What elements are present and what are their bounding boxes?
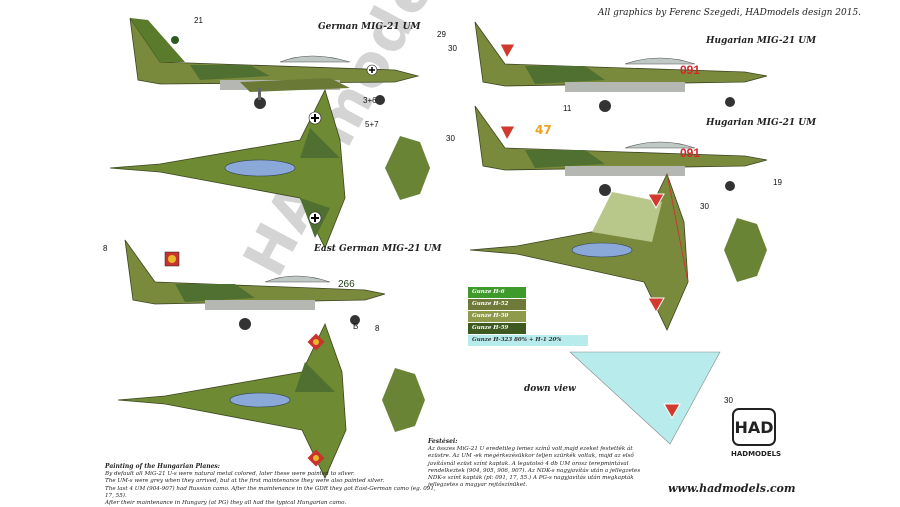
- legend-swatch-h323: Gunze H-323 80% + H-1 20%: [468, 334, 588, 346]
- profile-hungarian-mig21-b: 47: [474, 105, 768, 196]
- callout-21: 21: [194, 16, 203, 25]
- legend-swatch-h6: Gunze H-6: [468, 286, 526, 298]
- callout-30-down: 30: [724, 396, 733, 405]
- notes-hungarian: Festései: Az összes MiG-21 U eredetileg …: [428, 438, 728, 489]
- legend-label-h59: Gunze H-59: [472, 325, 509, 331]
- notes-hungarian-line: ezüstre. Az UM -ek megérkezésükkor telje…: [428, 453, 634, 460]
- number-091-a: 091: [680, 63, 701, 77]
- callout-30-top: 30: [700, 202, 709, 211]
- topview-hungarian-mig21: [469, 172, 767, 331]
- callout-b: B: [353, 322, 359, 331]
- number-091-b: 091: [680, 146, 701, 160]
- legend-label-h50: Gunze H-50: [472, 313, 509, 319]
- callout-8-top: 8: [375, 324, 380, 333]
- notes-english-line: The last 4 UM (904-907) had Russian camo…: [105, 485, 436, 499]
- profile-title-hungarian-1: Hugarian MIG-21 UM: [706, 36, 817, 46]
- legend-swatch-h59: Gunze H-59: [468, 322, 526, 334]
- notes-english-heading: Painting of the Hungarian Planes:: [105, 463, 220, 470]
- topview-german-mig21: [109, 88, 430, 249]
- legend-item-h59: Gunze H-59: [468, 322, 526, 334]
- profile-title-hungarian-2: Hugarian MIG-21 UM: [706, 118, 817, 128]
- profile-east-german-mig21: [124, 239, 385, 330]
- callout-3-6: 3+6: [363, 96, 377, 105]
- legend-label-h323: Gunze H-323 80% + H-1 20%: [472, 337, 562, 343]
- notes-hungarian-line: NDK-s színt kapták (pl: 091, 17, 55.) A …: [428, 475, 634, 482]
- notes-hungarian-line: Az összes MiG-21 U eredetileg lemez szín…: [428, 446, 633, 453]
- callout-5-7: 5+7: [365, 120, 379, 129]
- credit-line: All graphics by Ferenc Szegedi, HADmodel…: [598, 8, 862, 18]
- profile-german-mig21: [129, 17, 420, 109]
- profile-title-german: German MIG-21 UM: [318, 22, 421, 32]
- callout-30-b: 30: [446, 134, 455, 143]
- website-url: www.hadmodels.com: [668, 482, 796, 495]
- legend-swatch-h50: Gunze H-50: [468, 310, 526, 322]
- svg-text:47: 47: [535, 123, 552, 137]
- notes-hungarian-line: rendelkeztek (904, 905, 906, 907). Az ND…: [428, 467, 641, 474]
- legend-item-h6: Gunze H-6: [468, 286, 526, 298]
- callout-30-a: 30: [448, 44, 457, 53]
- callout-19: 19: [773, 178, 782, 187]
- legend-label-h6: Gunze H-6: [472, 289, 505, 295]
- notes-english-line: After their maintenance in Hungary (at P…: [105, 500, 347, 507]
- downview-wing: [569, 351, 721, 445]
- legend-swatch-h52: Gunze H-52: [468, 298, 526, 310]
- callout-8: 8: [103, 244, 108, 253]
- legend-item-h323: Gunze H-323 80% + H-1 20%: [468, 334, 588, 346]
- profile-hungarian-mig21-a: [474, 21, 768, 112]
- notes-english: Painting of the Hungarian Planes: By def…: [105, 463, 445, 507]
- topview-east-german-mig21: [117, 322, 425, 479]
- notes-hungarian-heading: Festései:: [428, 438, 458, 445]
- profile-title-east-german: East German MIG-21 UM: [314, 244, 442, 254]
- number-266: 266: [338, 279, 355, 290]
- legend-label-h52: Gunze H-52: [472, 301, 509, 307]
- had-logo-name: HADMODELS: [731, 450, 782, 458]
- notes-hungarian-line: jellegzetes a magyar rejtőszínüket.: [428, 482, 528, 489]
- notes-english-line: By default all MiG-21 U-s were natural m…: [105, 471, 355, 478]
- legend-item-h50: Gunze H-50: [468, 310, 526, 322]
- notes-english-line: The UM-s were grey when they arrived, bu…: [105, 478, 385, 485]
- callout-29: 29: [437, 30, 446, 39]
- notes-hungarian-line: javításnál ezüst színt kaptak. A legutol…: [428, 460, 629, 467]
- had-logo: HAD: [732, 408, 776, 446]
- down-view-label: down view: [524, 384, 576, 394]
- legend-item-h52: Gunze H-52: [468, 298, 526, 310]
- callout-11: 11: [563, 104, 572, 113]
